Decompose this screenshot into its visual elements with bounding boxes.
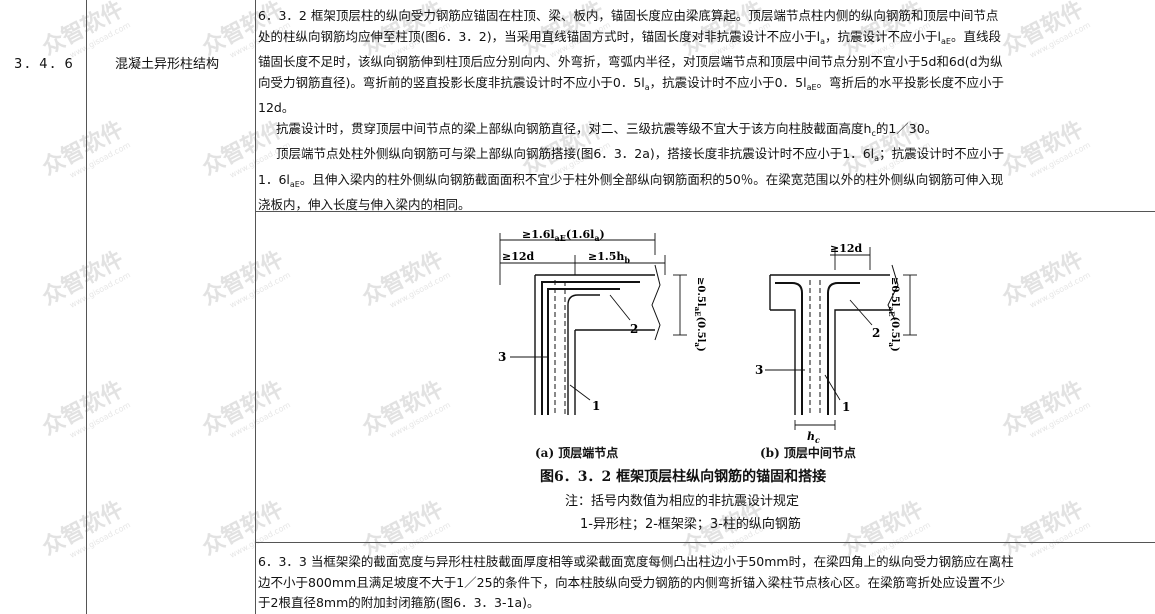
text-line: 6．3．3 当框架梁的截面宽度与异形柱柱肢截面厚度相等或梁截面宽度每侧凸出柱边小… bbox=[258, 554, 1014, 569]
text-line: 处的柱纵向钢筋均应伸至柱顶(图6．3．2)，当采用直线锚固方式时，锚固长度对非抗… bbox=[258, 28, 1001, 46]
rebar-left-bent bbox=[775, 282, 803, 415]
leader-2 bbox=[609, 294, 631, 321]
leader-1 bbox=[824, 374, 841, 401]
figure-note: 注：括号内数值为相应的非抗震设计规定 bbox=[565, 494, 800, 509]
dim-label-12d: ≥12d bbox=[830, 242, 863, 255]
clause-title: 混凝土异形柱结构 bbox=[115, 57, 220, 72]
dim-label-lap: ≥1.6laE(1.6la) bbox=[522, 228, 605, 243]
rebar-outer bbox=[541, 281, 640, 415]
rebar-diagram: ≥1.6laE(1.6la) ≥12d ≥1.5hb ≥0.5laE(0.5la… bbox=[498, 228, 917, 445]
part-number-2: 2 bbox=[872, 326, 880, 340]
column-left-edge bbox=[770, 309, 796, 415]
dim-label-vertical: ≥0.5laE(0.5la) bbox=[693, 277, 706, 352]
part-number-3: 3 bbox=[755, 363, 763, 377]
dim-label-vertical: ≥0.5laE(0.5la) bbox=[887, 277, 900, 352]
figure-6-3-2: ≥1.6laE(1.6la) ≥12d ≥1.5hb ≥0.5laE(0.5la… bbox=[480, 225, 920, 469]
part-number-1: 1 bbox=[842, 400, 850, 414]
figure-caption: 图6．3．2 框架顶层柱纵向钢筋的锚固和搭接 bbox=[540, 469, 827, 485]
row-divider bbox=[255, 542, 1155, 543]
text-line: 1．6laE。且伸入梁内的柱外侧纵向钢筋截面面积不宜少于柱外侧全部纵向钢筋面积的… bbox=[258, 171, 1004, 189]
clause-text-block: 6．3．2 框架顶层柱的纵向受力钢筋应锚固在柱顶、梁、板内，锚固长度应由梁底算起… bbox=[258, 6, 1150, 216]
break-mark bbox=[651, 264, 661, 341]
text-line: 顶层端节点处柱外侧纵向钢筋可与梁上部纵向钢筋搭接(图6．3．2a)，搭接长度非抗… bbox=[276, 146, 1005, 163]
dim-label-12d: ≥12d bbox=[502, 250, 535, 263]
column-divider bbox=[255, 0, 256, 614]
break-mark bbox=[887, 264, 899, 321]
rebar-inner bbox=[547, 288, 620, 415]
text-line: 向受力钢筋直径)。弯折前的竖直投影长度非抗震设计时不应小于0．5la，抗震设计时… bbox=[258, 74, 1005, 92]
part-number-2: 2 bbox=[630, 322, 638, 336]
leader-1 bbox=[569, 384, 591, 401]
text-line: 抗震设计时，贯穿顶层中间节点的梁上部纵向钢筋直径，对二、三级抗震等级不宜大于该方… bbox=[276, 120, 938, 138]
figure-legend: 1-异形柱；2-框架梁；3-柱的纵向钢筋 bbox=[580, 517, 801, 532]
text-line: 于2根直径8mm的附加封闭箍筋(图6．3．3-1a)。 bbox=[258, 595, 540, 610]
subfigure-caption-a: (a) 顶层端节点 bbox=[535, 446, 619, 460]
row-divider bbox=[255, 211, 1155, 212]
rebar-inner-column bbox=[567, 294, 600, 415]
text-line: 边不小于800mm且满足坡度不大于1／25的条件下，向本柱肢纵向受力钢筋的内侧弯… bbox=[258, 574, 1006, 590]
dim-label-hb: ≥1.5hb bbox=[588, 250, 630, 265]
part-number-1: 1 bbox=[592, 399, 600, 413]
subfigure-caption-b: (b) 顶层中间节点 bbox=[760, 446, 856, 460]
text-line: 12d。 bbox=[258, 100, 295, 115]
clause-text-block: 6．3．3 当框架梁的截面宽度与异形柱柱肢截面厚度相等或梁截面宽度每侧凸出柱边小… bbox=[258, 552, 1150, 614]
text-line: 锚固长度不足时，该纵向钢筋伸到柱顶后应分别向内、外弯折，弯弧内半径，对顶层端节点… bbox=[258, 54, 1003, 69]
text-line: 浇板内，伸入长度与伸入梁内的相同。 bbox=[258, 197, 471, 212]
clause-number: 3．4．6 bbox=[14, 57, 75, 72]
column-divider bbox=[86, 0, 87, 614]
column-right-edge bbox=[834, 309, 890, 415]
dim-label-hc: hc bbox=[807, 430, 820, 445]
text-line: 6．3．2 框架顶层柱的纵向受力钢筋应锚固在柱顶、梁、板内，锚固长度应由梁底算起… bbox=[258, 8, 999, 23]
part-number-3: 3 bbox=[498, 350, 506, 364]
leader-2 bbox=[849, 299, 873, 326]
rebar-right-bent bbox=[827, 282, 860, 415]
